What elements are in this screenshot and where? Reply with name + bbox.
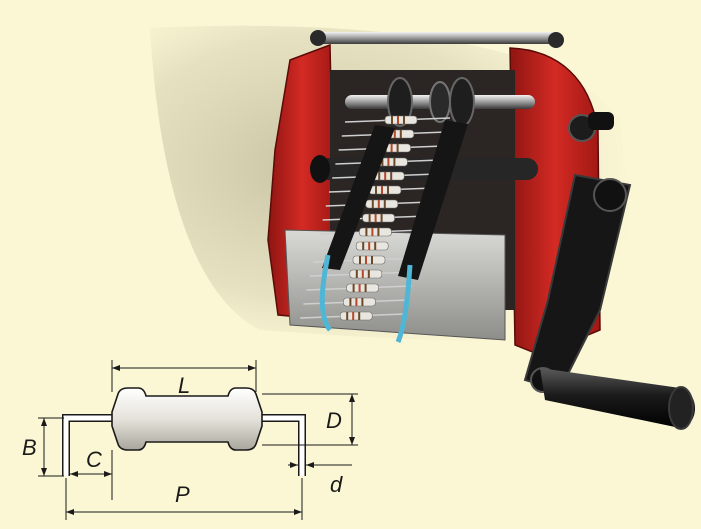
machine-resistor-body bbox=[359, 227, 392, 237]
machine-resistor-band bbox=[371, 200, 374, 208]
lead-left-inner bbox=[63, 415, 112, 476]
lead-right bbox=[256, 414, 306, 476]
machine-resistor-band bbox=[346, 312, 349, 320]
machine-resistor-band bbox=[390, 144, 393, 152]
machine-resistor-band bbox=[361, 270, 364, 278]
crank-handle bbox=[540, 368, 695, 428]
label-L: L bbox=[178, 373, 190, 398]
machine-resistor-band bbox=[390, 172, 393, 180]
machine-resistor-band bbox=[380, 214, 383, 222]
machine-resistor-band bbox=[361, 298, 364, 306]
machine-resistor-band bbox=[352, 312, 355, 320]
machine-resistor-band bbox=[368, 214, 371, 222]
machine-resistor-body bbox=[365, 199, 399, 209]
machine-resistor-body bbox=[339, 311, 373, 321]
machine-resistor-band bbox=[399, 130, 402, 138]
machine-resistor-band bbox=[383, 200, 386, 208]
resistor-tray bbox=[284, 229, 506, 341]
right-feeder-arm bbox=[398, 120, 468, 280]
machine-resistor-band bbox=[397, 116, 399, 124]
machine-resistor-band bbox=[355, 270, 358, 278]
right-blue-band bbox=[395, 264, 413, 343]
left-blue-band bbox=[319, 254, 333, 332]
machine-resistor-band bbox=[377, 200, 380, 208]
dimension-lines bbox=[38, 360, 358, 520]
machine-resistor-band bbox=[359, 256, 361, 264]
machine-resistor-band bbox=[387, 186, 389, 194]
top-rod bbox=[318, 32, 558, 44]
machine-resistor-band bbox=[367, 270, 370, 278]
machine-resistor-band bbox=[364, 284, 367, 292]
machine-resistor-body bbox=[368, 185, 402, 195]
machine-resistor-band bbox=[377, 228, 380, 236]
machine-resistor-band bbox=[393, 158, 396, 166]
machine-resistor-band bbox=[396, 144, 399, 152]
machine-resistor-band bbox=[358, 312, 361, 320]
machine-resistor-band bbox=[374, 214, 377, 222]
machine-resistor-body bbox=[384, 115, 418, 125]
machine-resistor-body bbox=[355, 241, 389, 251]
machine-resistor-body bbox=[343, 297, 376, 307]
machine-resistor-band bbox=[355, 298, 358, 306]
resistor-dimension-diagram: L D B C P d bbox=[22, 360, 358, 520]
lead-right-inner bbox=[256, 415, 305, 476]
machine-resistor-band bbox=[381, 158, 384, 166]
upper-gears bbox=[387, 77, 475, 127]
machine-resistor-band bbox=[387, 158, 390, 166]
machine-resistor-band bbox=[365, 256, 367, 264]
label-B: B bbox=[22, 435, 37, 460]
machine-resistor-body bbox=[349, 269, 383, 279]
machine-resistor-band bbox=[358, 284, 361, 292]
label-d: d bbox=[330, 472, 343, 497]
machine-resistor-band bbox=[403, 116, 405, 124]
machine-resistor-band bbox=[384, 172, 387, 180]
machine-resistor-band bbox=[378, 172, 381, 180]
machine-resistor-body bbox=[352, 255, 386, 265]
label-D: D bbox=[326, 408, 342, 433]
machine-resistor-band bbox=[362, 242, 365, 250]
machine-resistor-band bbox=[381, 186, 383, 194]
label-P: P bbox=[175, 482, 190, 507]
left-feeder-arm bbox=[322, 125, 395, 270]
machine-resistor-band bbox=[371, 228, 374, 236]
resistor-body bbox=[111, 387, 263, 451]
machine-resistor-band bbox=[375, 186, 377, 194]
machine-resistor-band bbox=[374, 242, 377, 250]
machine-resistor-band bbox=[371, 256, 373, 264]
machine-resistor-band bbox=[368, 242, 371, 250]
machine-resistor-band bbox=[349, 298, 352, 306]
machine-resistor-band bbox=[365, 228, 368, 236]
machine-resistor-body bbox=[346, 283, 379, 293]
label-C: C bbox=[86, 447, 102, 472]
dimension-arrows bbox=[41, 365, 355, 515]
machine-resistor-body bbox=[362, 213, 395, 223]
lead-forming-machine bbox=[267, 30, 695, 430]
machine-resistor-band bbox=[391, 116, 393, 124]
machine-resistor-band bbox=[393, 130, 396, 138]
machine-resistor-band bbox=[352, 284, 355, 292]
